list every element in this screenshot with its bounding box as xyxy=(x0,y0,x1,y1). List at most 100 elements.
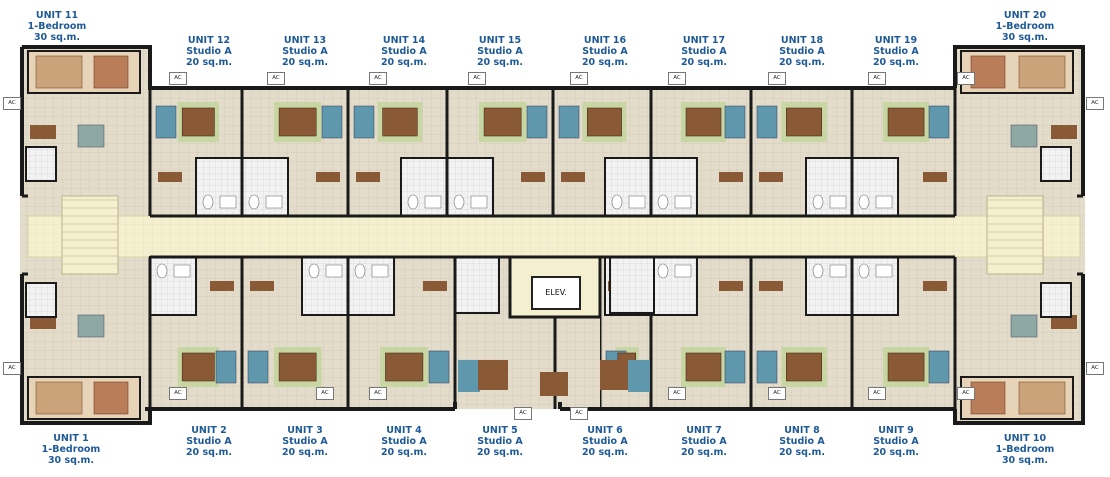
sofa xyxy=(181,107,215,137)
unit-type: Studio A xyxy=(381,436,427,447)
unit-area: 20 sq.m. xyxy=(581,57,629,68)
unit-name: UNIT 6 xyxy=(587,425,623,436)
bathroom xyxy=(609,256,655,314)
unit-area: 30 sq.m. xyxy=(1001,32,1049,43)
studio-unit xyxy=(850,86,957,217)
sofa xyxy=(685,352,722,382)
toilet xyxy=(858,194,870,210)
unit-area: 20 sq.m. xyxy=(380,447,428,458)
unit-area: 20 sq.m. xyxy=(778,447,826,458)
bed xyxy=(353,105,375,139)
unit-type: Studio A xyxy=(381,46,427,57)
unit-name: UNIT 2 xyxy=(191,425,227,436)
bed xyxy=(558,105,580,139)
unit-name: UNIT 8 xyxy=(784,425,820,436)
unit-area: 20 sq.m. xyxy=(581,447,629,458)
unit-area: 20 sq.m. xyxy=(476,447,524,458)
wardrobe xyxy=(970,55,1006,89)
counter xyxy=(719,172,743,182)
elevator-label: ELEV. xyxy=(531,276,581,310)
unit-name: UNIT 18 xyxy=(780,35,824,46)
bathroom xyxy=(25,282,57,318)
one-bedroom-unit xyxy=(960,282,1077,420)
counter xyxy=(521,172,545,182)
ac-unit: AC xyxy=(768,72,786,85)
sofa xyxy=(483,107,522,137)
ac-unit: AC xyxy=(957,387,975,400)
dining-table xyxy=(77,314,105,338)
studio-unit xyxy=(148,86,244,217)
unit-area: 20 sq.m. xyxy=(872,57,920,68)
unit-type: 1-Bedroom xyxy=(27,21,87,32)
unit-type: Studio A xyxy=(282,46,328,57)
unit-area: 30 sq.m. xyxy=(33,32,81,43)
bed xyxy=(428,350,450,384)
one-bedroom-unit xyxy=(25,50,141,182)
sofa xyxy=(786,107,822,137)
bed xyxy=(155,105,177,139)
sink xyxy=(829,195,847,209)
one-bedroom-unit xyxy=(25,282,141,420)
unit-type: 1-Bedroom xyxy=(995,444,1055,455)
bed xyxy=(628,360,650,392)
toilet xyxy=(611,194,623,210)
sink xyxy=(173,264,191,278)
bed xyxy=(247,350,269,384)
counter xyxy=(719,281,743,291)
unit-name: UNIT 11 xyxy=(35,10,79,21)
unit-name: UNIT 19 xyxy=(874,35,918,46)
ac-unit: AC xyxy=(369,387,387,400)
ac-unit: AC xyxy=(570,72,588,85)
bed xyxy=(35,381,83,415)
unit-type: Studio A xyxy=(186,46,232,57)
dining-table xyxy=(1010,314,1038,338)
ac-unit: AC xyxy=(668,387,686,400)
unit-type: Studio A xyxy=(779,46,825,57)
ac-unit: AC xyxy=(316,387,334,400)
unit-name: UNIT 5 xyxy=(482,425,518,436)
unit-name: UNIT 3 xyxy=(287,425,323,436)
ac-unit: AC xyxy=(3,97,21,110)
bathroom xyxy=(454,256,500,314)
ac-unit: AC xyxy=(957,72,975,85)
studio-unit xyxy=(240,256,350,411)
unit-area: 20 sq.m. xyxy=(281,57,329,68)
unit-area: 30 sq.m. xyxy=(47,455,95,466)
unit-area: 20 sq.m. xyxy=(680,447,728,458)
unit-area: 20 sq.m. xyxy=(185,447,233,458)
ac-unit: AC xyxy=(868,387,886,400)
ac-unit: AC xyxy=(668,72,686,85)
unit-type: Studio A xyxy=(873,436,919,447)
door xyxy=(540,372,568,396)
counter xyxy=(759,281,783,291)
counter xyxy=(1051,315,1077,329)
toilet xyxy=(657,263,669,279)
sofa xyxy=(181,352,215,382)
unit-name: UNIT 10 xyxy=(1003,433,1047,444)
unit-name: UNIT 16 xyxy=(583,35,627,46)
bathroom xyxy=(1040,146,1072,182)
unit-type: Studio A xyxy=(582,46,628,57)
bed xyxy=(928,105,950,139)
unit-area: 30 sq.m. xyxy=(1001,455,1049,466)
counter xyxy=(923,281,947,291)
bed xyxy=(1018,381,1066,415)
unit-area: 20 sq.m. xyxy=(185,57,233,68)
bed xyxy=(458,360,480,392)
counter xyxy=(158,172,182,182)
bathroom xyxy=(1040,282,1072,318)
dining-table xyxy=(1010,124,1038,148)
